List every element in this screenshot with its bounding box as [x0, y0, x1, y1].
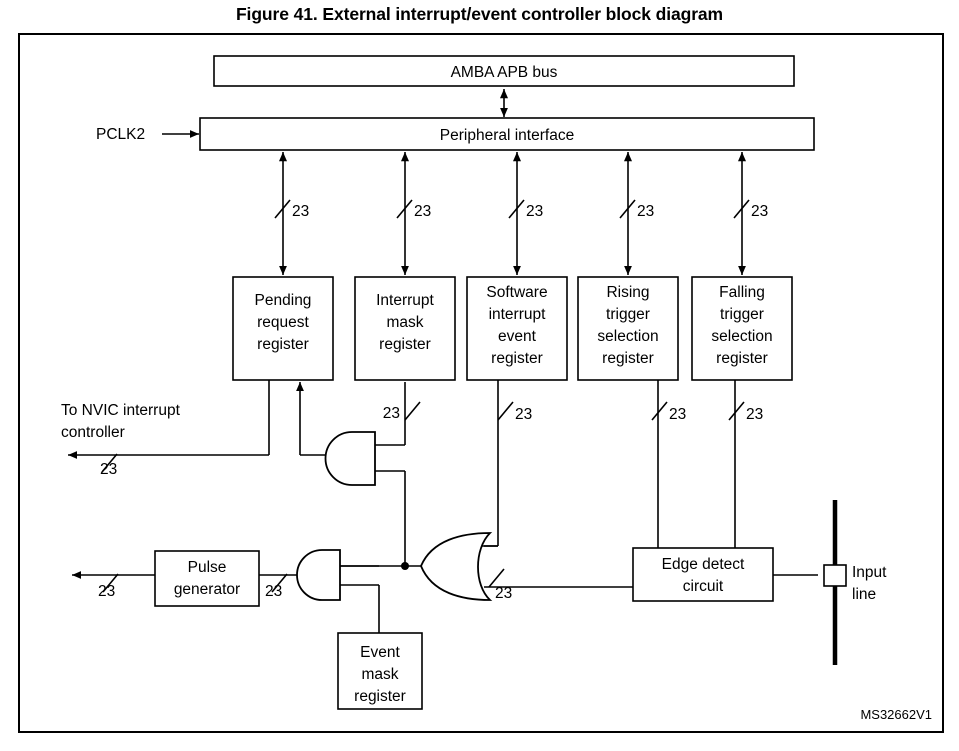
bus-width-pending-top: 23	[292, 203, 309, 220]
bus-width-falling-trigger-bottom: 23	[746, 406, 763, 423]
watermark-label: MS32662V1	[860, 707, 932, 722]
page-title: Figure 41. External interrupt/event cont…	[235, 4, 724, 24]
bus-width-interrupt-mask-top: 23	[414, 203, 431, 220]
block-falling-trigger-selection-register	[691, 276, 793, 381]
block-pending-request-register	[232, 276, 334, 381]
block-interrupt-mask-register	[354, 276, 456, 381]
figure-frame	[18, 33, 944, 733]
bus-slash-pending-top	[274, 199, 291, 219]
bus-slash-software-interrupt-bottom	[497, 401, 514, 421]
and-gate-event	[296, 549, 341, 601]
bus-width-interrupt-mask-bottom: 23	[383, 405, 400, 422]
pclk2-label: PCLK2	[96, 126, 145, 143]
and-gate-interrupt	[324, 431, 376, 486]
bus-slash-pulse-in	[271, 573, 288, 593]
input-line-pad	[823, 564, 847, 587]
bus-slash-pulse-out	[102, 573, 119, 593]
bus-width-or-out: 23	[495, 585, 512, 602]
bus-width-rising-trigger-top: 23	[637, 203, 654, 220]
bus-slash-falling-trigger-bottom	[728, 401, 745, 421]
bus-width-pulse-generator-in: 23	[265, 583, 282, 600]
bus-slash-rising-trigger-top	[619, 199, 636, 219]
block-pulse-generator	[154, 550, 260, 607]
bus-slash-interrupt-mask-bottom	[404, 401, 421, 421]
bus-slash-falling-trigger-top	[733, 199, 750, 219]
peripheral-interface-label: Peripheral interface	[440, 127, 574, 144]
bus-width-falling-trigger-top: 23	[751, 203, 768, 220]
block-software-interrupt-event-register	[466, 276, 568, 381]
bus-slash-software-interrupt-top	[508, 199, 525, 219]
bus-width-software-interrupt-bottom: 23	[515, 406, 532, 423]
block-event-mask-register	[337, 632, 423, 710]
bus-width-software-interrupt-top: 23	[526, 203, 543, 220]
block-edge-detect-circuit	[632, 547, 774, 602]
amba-apb-bus-label: AMBA APB bus	[451, 64, 558, 81]
block-peripheral-interface	[199, 117, 815, 151]
bus-slash-interrupt-mask-top	[396, 199, 413, 219]
bus-slash-nvic-out	[101, 453, 118, 473]
bus-width-rising-trigger-bottom: 23	[669, 406, 686, 423]
block-rising-trigger-selection-register	[577, 276, 679, 381]
bus-slash-rising-trigger-bottom	[651, 401, 668, 421]
bus-width-nvic-out: 23	[100, 461, 117, 478]
bus-slash-or-out	[488, 568, 505, 588]
block-amba-apb-bus	[213, 55, 795, 87]
junction-dot-or-output	[401, 562, 409, 570]
bus-width-pulse-generator-out: 23	[98, 583, 115, 600]
or-gate-event	[420, 532, 493, 601]
